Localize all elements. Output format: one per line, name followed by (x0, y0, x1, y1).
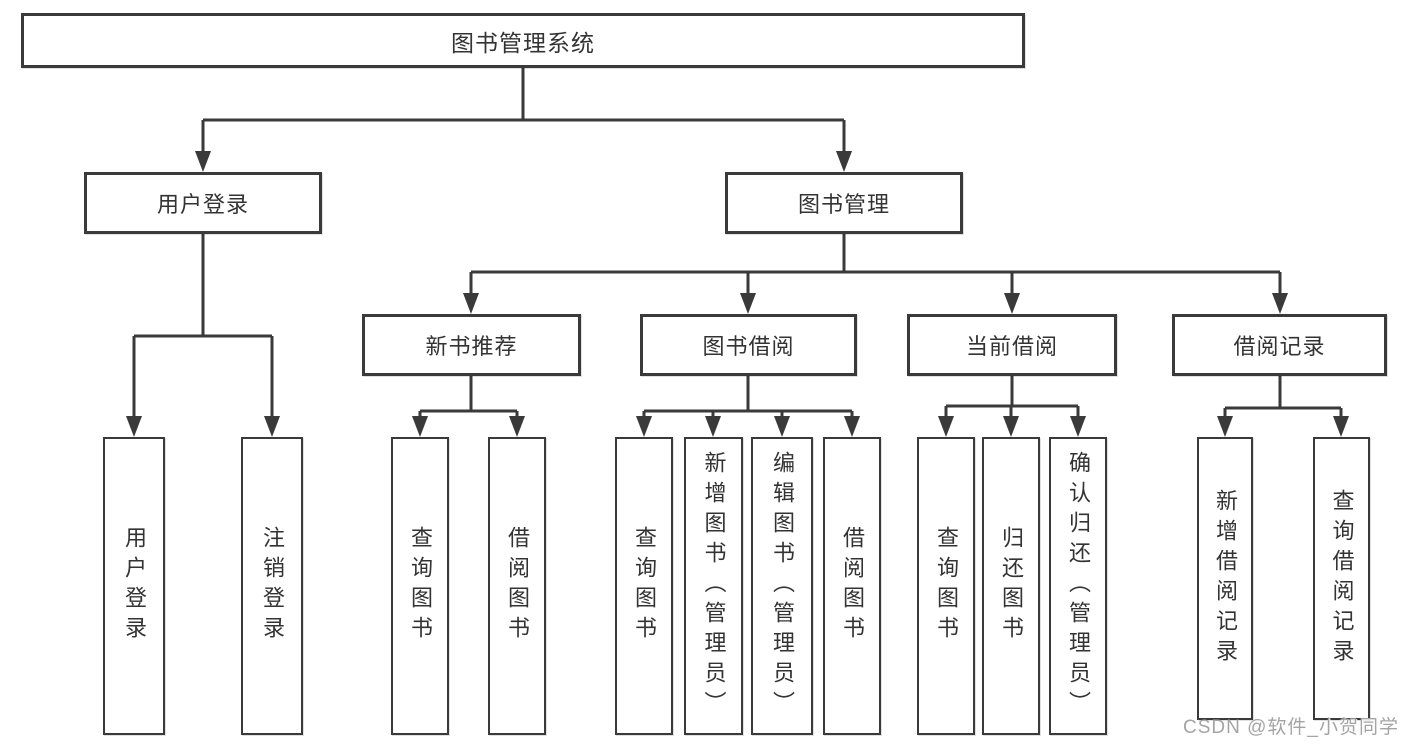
leaf-borrow-books-recommend: 借阅图书 (488, 437, 546, 735)
leaf-add-books-admin: 新增图书（管理员） (684, 437, 743, 735)
leaf-user-login: 用户登录 (103, 437, 165, 735)
arrow-icon (1333, 416, 1349, 437)
arrowheads (126, 151, 1349, 437)
leaf-label: 注销登录 (260, 526, 285, 646)
arrow-icon (636, 416, 652, 437)
arrow-icon (412, 416, 428, 437)
node-current-borrow: 当前借阅 (907, 314, 1117, 376)
node-book-management: 图书管理 (725, 172, 963, 234)
leaf-label: 用户登录 (122, 526, 147, 646)
node-book-borrow: 图书借阅 (640, 314, 857, 376)
arrow-icon (844, 416, 860, 437)
arrow-icon (1217, 416, 1233, 437)
arrow-icon (264, 416, 280, 437)
arrow-icon (509, 416, 525, 437)
leaf-confirm-return-admin: 确认归还（管理员） (1049, 437, 1107, 735)
leaf-label: 新增借阅记录 (1213, 488, 1238, 669)
leaf-label: 查询借阅记录 (1329, 488, 1355, 669)
node-label: 图书管理系统 (451, 29, 595, 56)
node-borrow-records: 借阅记录 (1172, 314, 1387, 376)
leaf-label: 确认归还（管理员） (1066, 451, 1091, 721)
arrow-icon (1070, 416, 1086, 437)
leaf-query-books-borrow: 查询图书 (615, 437, 673, 735)
arrow-icon (1272, 293, 1288, 314)
leaf-label: 查询图书 (934, 526, 959, 646)
node-label: 新书推荐 (425, 334, 518, 359)
node-label: 图书管理 (797, 192, 890, 217)
leaf-borrow-books: 借阅图书 (823, 437, 881, 735)
node-label: 用户登录 (156, 192, 249, 217)
leaf-label: 查询图书 (632, 526, 657, 646)
arrow-icon (126, 416, 142, 437)
csdn-watermark: CSDN @软件_小贺同学 (1183, 717, 1399, 738)
leaf-label: 借阅图书 (505, 526, 530, 646)
leaf-query-borrow-record: 查询借阅记录 (1313, 437, 1370, 720)
node-new-book-recommend: 新书推荐 (362, 314, 581, 376)
node-label: 借阅记录 (1233, 334, 1326, 359)
leaf-label: 查询图书 (408, 526, 433, 646)
node-library-system: 图书管理系统 (21, 13, 1025, 68)
arrow-icon (1004, 293, 1020, 314)
leaf-label: 归还图书 (999, 526, 1024, 646)
arrow-icon (740, 293, 756, 314)
node-user-login: 用户登录 (84, 172, 322, 234)
leaf-return-books: 归还图书 (982, 437, 1040, 735)
arrow-icon (1003, 416, 1019, 437)
leaf-query-books-recommend: 查询图书 (391, 437, 449, 735)
arrow-icon (836, 151, 852, 172)
leaf-logout: 注销登录 (241, 437, 303, 735)
leaf-add-borrow-record: 新增借阅记录 (1197, 437, 1253, 720)
leaf-label: 借阅图书 (840, 526, 865, 646)
arrow-icon (774, 416, 790, 437)
arrow-icon (463, 293, 479, 314)
node-label: 当前借阅 (965, 334, 1058, 359)
leaf-edit-books-admin: 编辑图书（管理员） (751, 437, 813, 735)
arrow-icon (938, 416, 954, 437)
leaf-label: 编辑图书（管理员） (770, 451, 795, 721)
arrow-icon (705, 416, 721, 437)
arrow-icon (195, 151, 211, 172)
node-label: 图书借阅 (702, 334, 795, 359)
leaf-query-books-current: 查询图书 (917, 437, 975, 735)
leaf-label: 新增图书（管理员） (701, 451, 727, 721)
